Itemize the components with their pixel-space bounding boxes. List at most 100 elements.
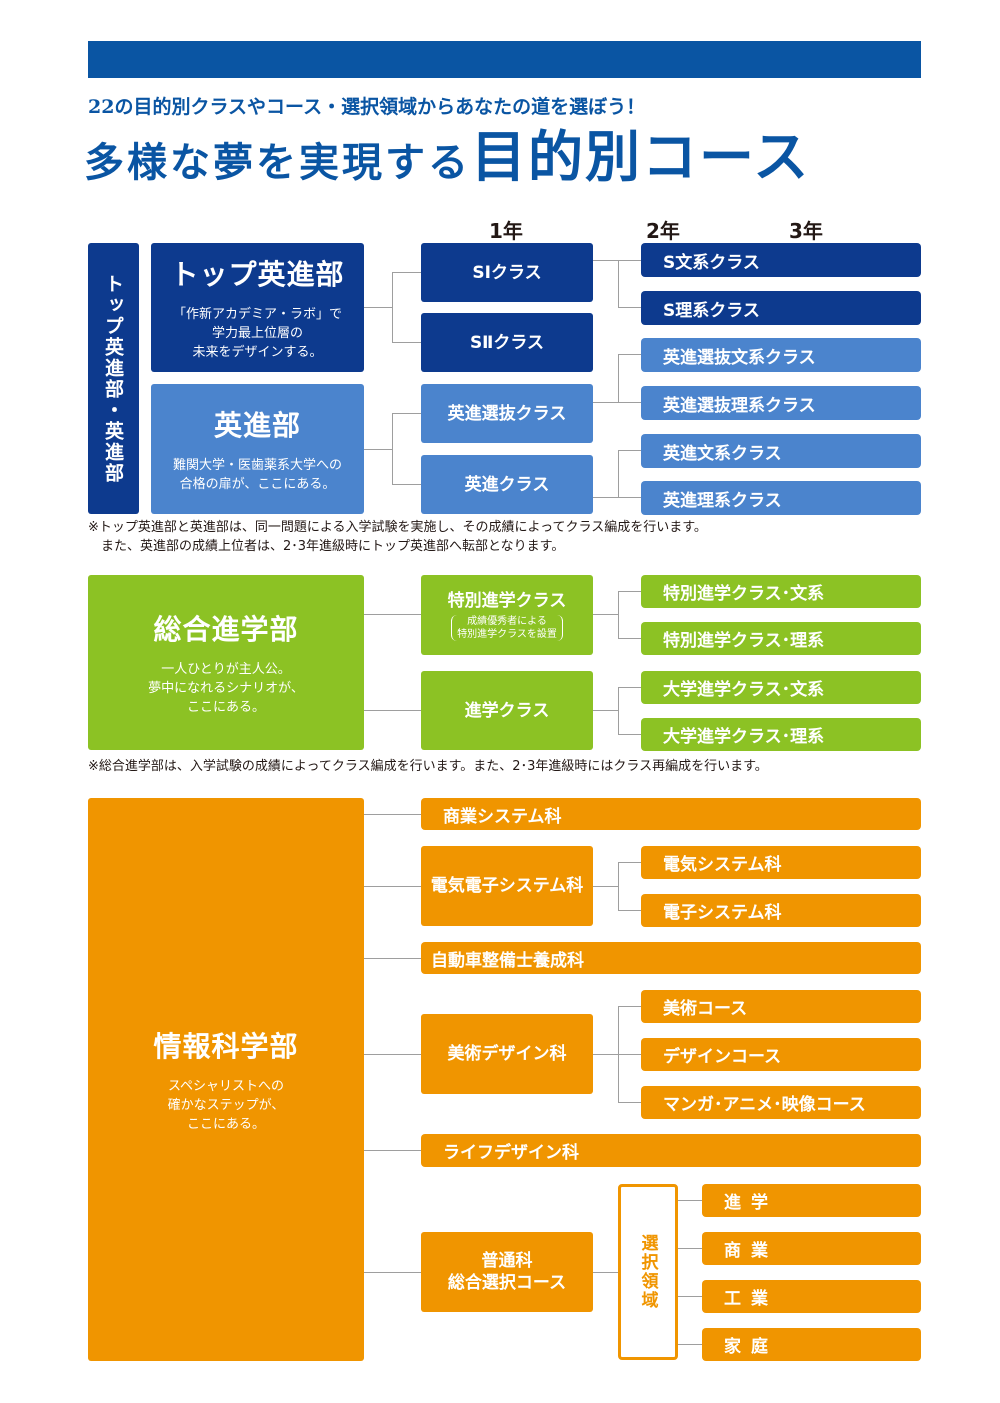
connector — [593, 710, 618, 711]
connector — [593, 1272, 618, 1273]
connector — [364, 1272, 421, 1273]
connector — [392, 413, 421, 414]
connector — [678, 1296, 702, 1297]
connector — [364, 307, 392, 308]
class-eishin: 英進クラス — [421, 455, 593, 514]
course-daigaku-rikei: 大学進学クラス･理系 — [641, 718, 921, 751]
section1-side-label: トップ英進部・英進部 — [88, 243, 139, 514]
connector — [593, 497, 641, 498]
connector — [364, 886, 421, 887]
connector — [618, 450, 619, 498]
course-s-bunkei: S文系クラス — [641, 243, 921, 277]
class-eishin-senbatsu: 英進選抜クラス — [421, 384, 593, 443]
page-title: 多様な夢を実現する目的別コース — [84, 122, 810, 206]
area-katei: 家庭 — [702, 1328, 921, 1361]
connector — [618, 354, 641, 355]
connector — [618, 862, 619, 910]
connector — [593, 886, 618, 887]
course-electric-system: 電気システム科 — [641, 846, 921, 879]
joho-kagaku-dept-desc: スペシャリストへの 確かなステップが、 ここにある。 — [167, 1079, 285, 1132]
class-tokubetsu-shingaku: 特別進学クラス 成績優秀者による 特別進学クラスを設置 — [421, 575, 593, 655]
course-manga-anime: マンガ･アニメ･映像コース — [641, 1086, 921, 1119]
course-s-rikei: S理系クラス — [641, 291, 921, 325]
course-electronic-system: 電子システム科 — [641, 894, 921, 927]
course-eishin-senbatsu-rikei: 英進選抜理系クラス — [641, 386, 921, 420]
connector — [618, 687, 619, 735]
connector — [618, 450, 641, 451]
major-general: 普通科 総合選択コース — [421, 1232, 593, 1312]
connector — [618, 591, 641, 592]
course-design: デザインコース — [641, 1038, 921, 1071]
joho-kagaku-dept-name: 情報科学部 — [153, 1030, 299, 1063]
connector — [618, 591, 619, 639]
connector — [618, 402, 641, 403]
top-eishin-dept: トップ英進部 「作新アカデミア・ラボ」で 学力最上位層の 未来をデザインする。 — [151, 243, 364, 372]
connector — [618, 260, 619, 308]
section1-footnote: ※トップ英進部と英進部は、同一問題による入学試験を実施し、その成績によってクラス… — [88, 520, 707, 554]
course-bijutsu: 美術コース — [641, 990, 921, 1023]
major-commerce: 商業システム科 — [421, 798, 921, 830]
major-electric: 電気電子システム科 — [421, 846, 593, 926]
connector — [392, 272, 421, 273]
connector — [364, 958, 421, 959]
connector — [618, 734, 641, 735]
connector — [618, 1006, 641, 1007]
class-shingaku-name: 進学クラス — [464, 700, 550, 721]
connector — [618, 638, 641, 639]
class-s2: SⅡクラス — [421, 313, 593, 372]
top-eishin-dept-name: トップ英進部 — [170, 258, 345, 291]
connector — [618, 687, 641, 688]
connector — [364, 614, 421, 615]
area-shogyo: 商業 — [702, 1232, 921, 1265]
major-life: ライフデザイン科 — [421, 1134, 921, 1167]
connector — [593, 614, 618, 615]
connector — [618, 910, 641, 911]
major-art: 美術デザイン科 — [421, 1014, 593, 1094]
area-kogyo: 工業 — [702, 1280, 921, 1313]
eishin-dept: 英進部 難関大学・医歯薬系大学への 合格の扉が、ここにある。 — [151, 384, 364, 514]
sogo-shingaku-dept: 総合進学部 一人ひとりが主人公。 夢中になれるシナリオが、 ここにある。 — [88, 575, 364, 750]
connector — [593, 402, 618, 403]
class-shingaku: 進学クラス — [421, 671, 593, 750]
connector — [593, 1054, 618, 1055]
connector — [364, 710, 421, 711]
connector — [678, 1200, 702, 1201]
class-tokubetsu-shingaku-note: 成績優秀者による 特別進学クラスを設置 — [451, 614, 563, 641]
course-eishin-senbatsu-bunkei: 英進選抜文系クラス — [641, 338, 921, 372]
class-s1: SⅠクラス — [421, 243, 593, 302]
year-3-label: 3年 — [789, 219, 823, 243]
class-tokubetsu-shingaku-name: 特別進学クラス — [447, 590, 567, 611]
connector — [618, 307, 641, 308]
connector — [392, 272, 393, 343]
connector — [392, 413, 393, 484]
sogo-shingaku-dept-name: 総合進学部 — [153, 613, 299, 646]
connector — [678, 1344, 702, 1345]
major-auto: 自動車整備士養成科 — [421, 942, 921, 974]
sogo-shingaku-dept-desc: 一人ひとりが主人公。 夢中になれるシナリオが、 ここにある。 — [148, 662, 304, 715]
connector — [618, 1054, 641, 1055]
top-eishin-dept-desc: 「作新アカデミア・ラボ」で 学力最上位層の 未来をデザインする。 — [172, 307, 342, 360]
connector — [392, 342, 421, 343]
connector — [364, 814, 421, 815]
title-small: 多様な夢を実現する — [84, 139, 471, 186]
header-bar — [88, 41, 921, 78]
course-eishin-rikei: 英進理系クラス — [641, 481, 921, 515]
selection-area-label: 選択領域 — [618, 1184, 678, 1360]
course-tokushin-bunkei: 特別進学クラス･文系 — [641, 575, 921, 608]
connector — [392, 484, 421, 485]
title-big: 目的別コース — [471, 124, 811, 189]
connector — [618, 862, 641, 863]
year-1-label: 1年 — [489, 219, 523, 243]
eishin-dept-name: 英進部 — [213, 409, 301, 442]
year-2-label: 2年 — [646, 219, 680, 243]
course-eishin-bunkei: 英進文系クラス — [641, 434, 921, 468]
course-tokushin-rikei: 特別進学クラス･理系 — [641, 622, 921, 655]
eishin-dept-desc: 難関大学・医歯薬系大学への 合格の扉が、ここにある。 — [172, 458, 342, 492]
course-daigaku-bunkei: 大学進学クラス･文系 — [641, 671, 921, 704]
connector — [364, 1150, 421, 1151]
area-shingaku: 進学 — [702, 1184, 921, 1217]
section2-footnote: ※総合進学部は、入学試験の成績によってクラス編成を行います。また、2･3年進級時… — [88, 759, 768, 774]
connector — [618, 1102, 641, 1103]
connector — [364, 449, 392, 450]
joho-kagaku-dept: 情報科学部 スペシャリストへの 確かなステップが、 ここにある。 — [88, 798, 364, 1361]
